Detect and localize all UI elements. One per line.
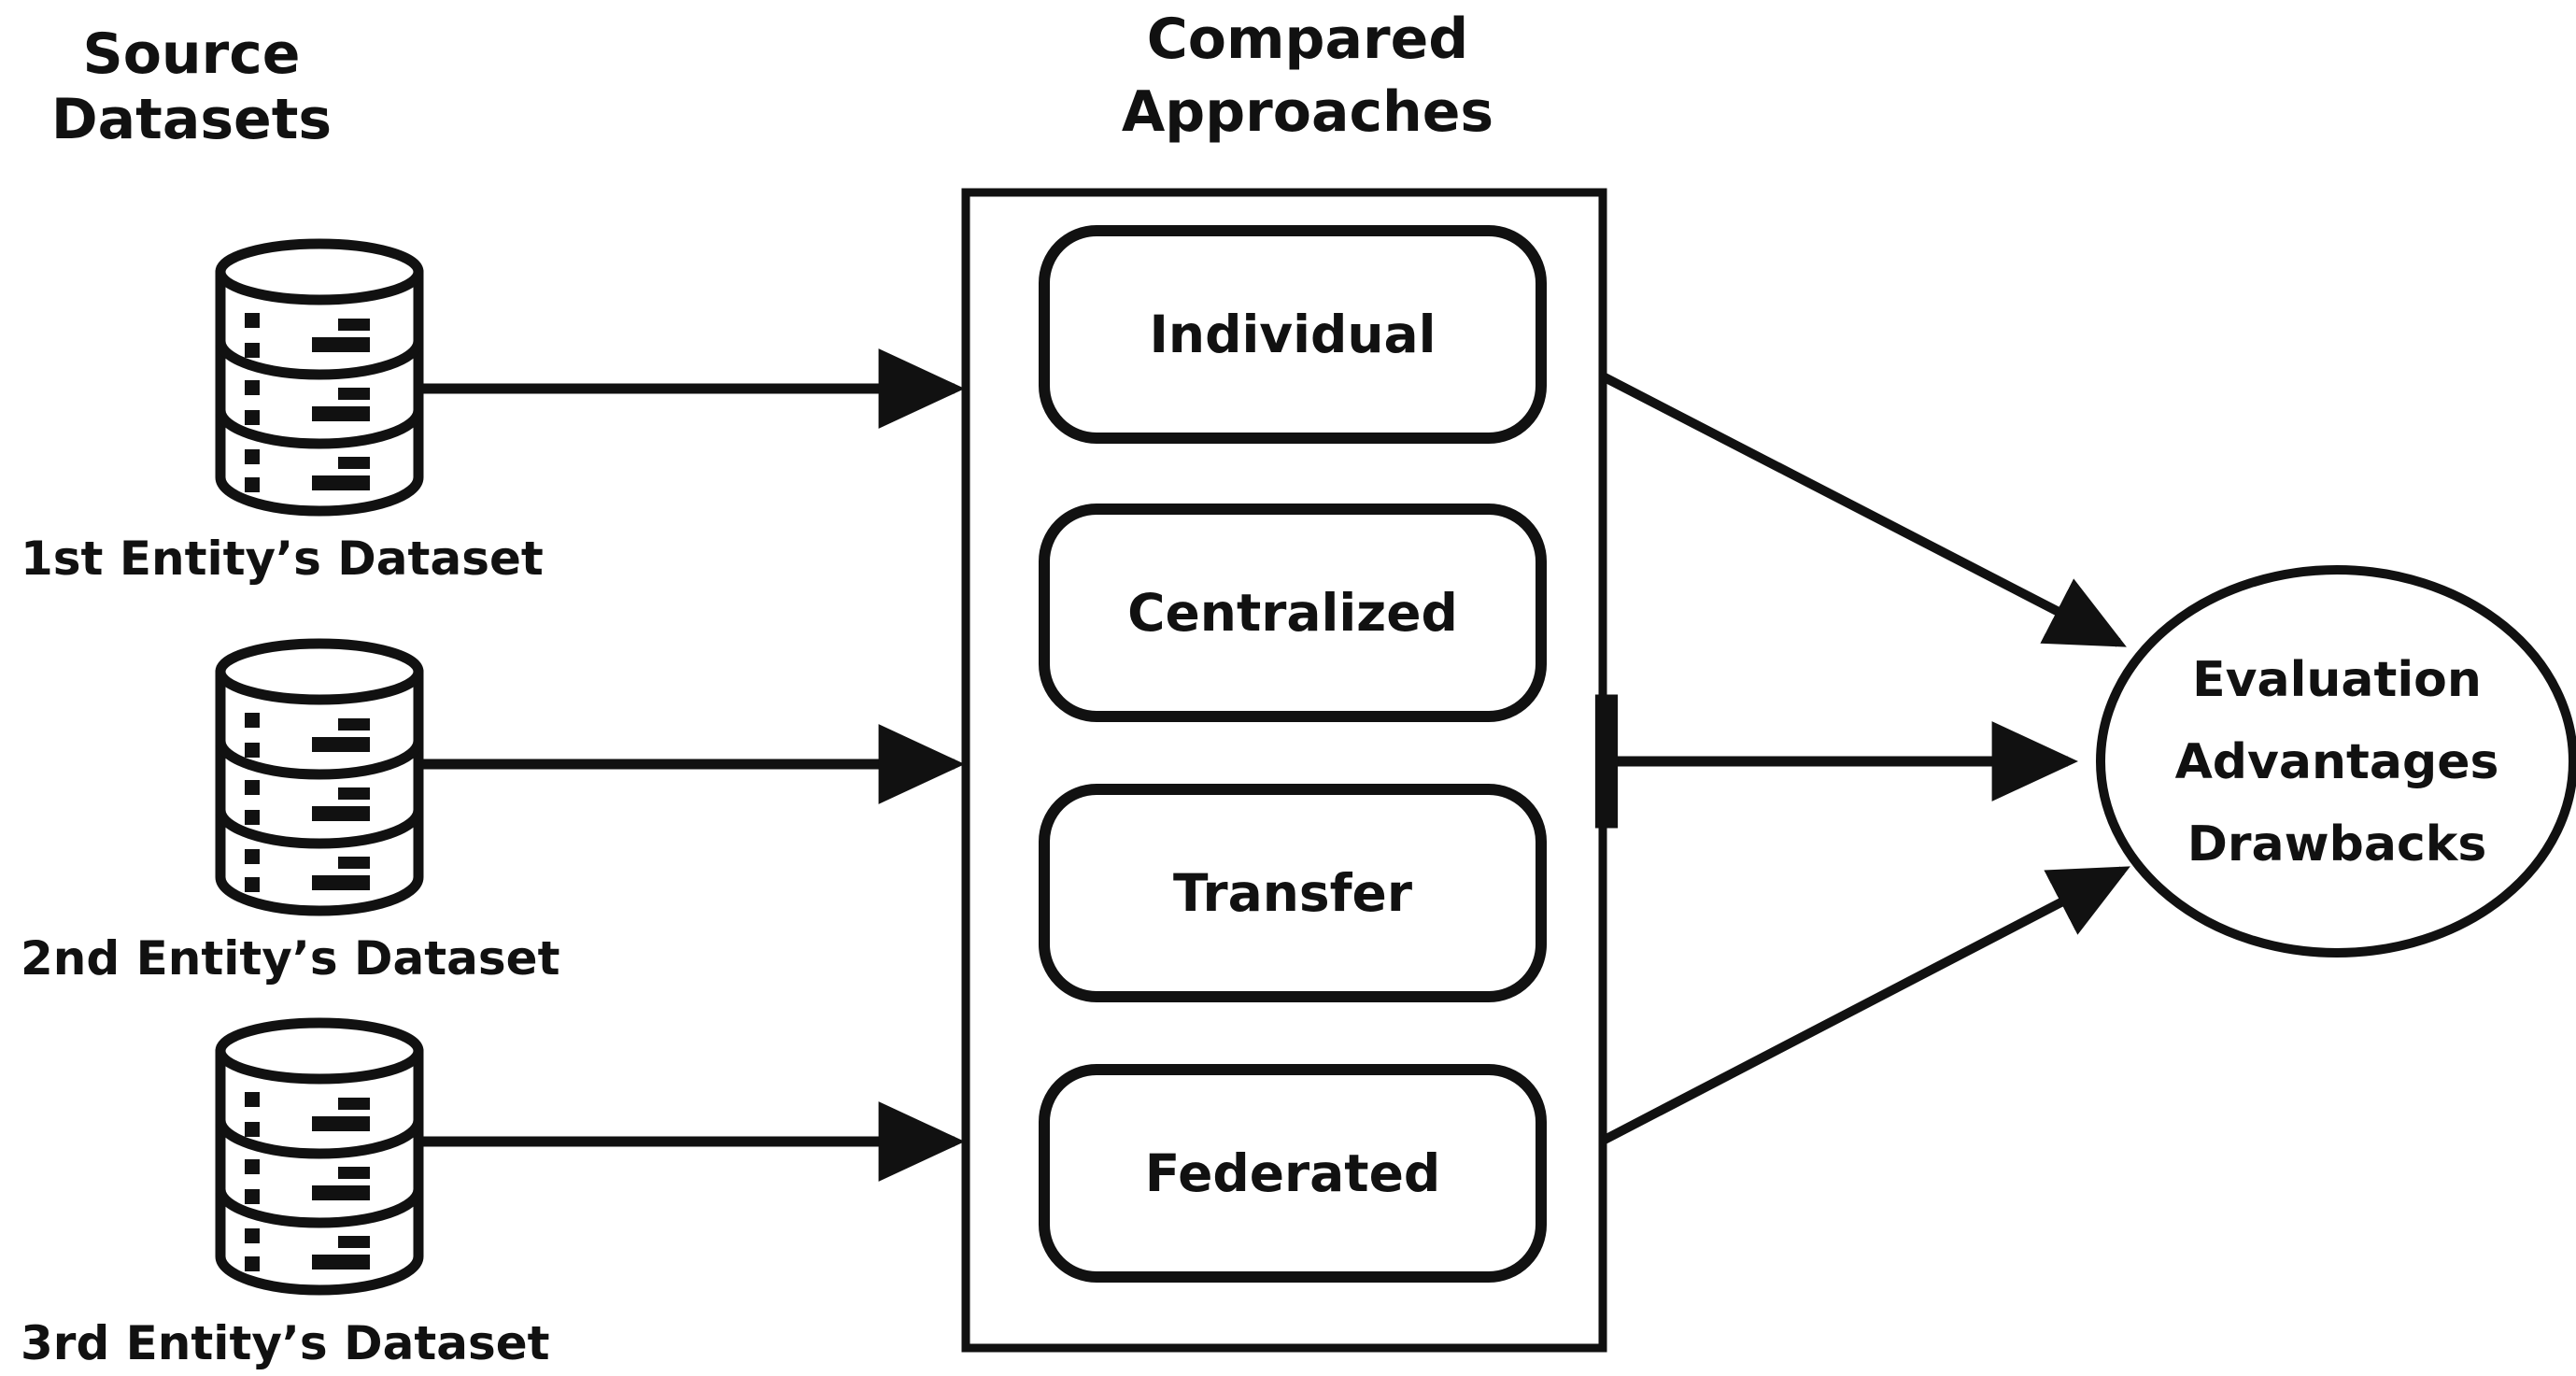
dataset-1-label: 1st Entity’s Dataset — [21, 532, 544, 586]
approaches-heading-line2: Approaches — [1122, 79, 1493, 145]
approach-box-federated[interactable] — [1039, 1064, 1547, 1283]
outcome-label-line2: Advantages — [2175, 734, 2499, 790]
dataset-1-icon — [220, 244, 418, 511]
dataset-3-label: 3rd Entity’s Dataset — [21, 1316, 550, 1370]
dataset-2-icon — [220, 644, 418, 911]
connector-approaches-bottom-to-outcome — [1602, 866, 2130, 1144]
approach-label-individual: Individual — [1149, 305, 1436, 364]
source-heading-line1: Source — [83, 21, 301, 87]
outcome-ellipse[interactable] — [2096, 565, 2576, 958]
approach-box-individual[interactable] — [1039, 225, 1547, 444]
dataset-3-icon — [220, 1023, 418, 1290]
connector-approaches-top-to-outcome — [1602, 373, 2127, 647]
approach-box-transfer[interactable] — [1039, 784, 1547, 1002]
approach-label-centralized: Centralized — [1127, 583, 1458, 643]
source-heading-line2: Datasets — [51, 87, 332, 152]
dataset-2-label: 2nd Entity’s Dataset — [21, 931, 560, 986]
approach-box-centralized[interactable] — [1039, 504, 1547, 722]
approaches-heading-line1: Compared — [1147, 7, 1468, 72]
approach-label-transfer: Transfer — [1173, 863, 1412, 923]
outcome-label-line1: Evaluation — [2192, 652, 2482, 708]
outcome-label-line3: Drawbacks — [2187, 816, 2487, 872]
approach-label-federated: Federated — [1145, 1143, 1441, 1203]
